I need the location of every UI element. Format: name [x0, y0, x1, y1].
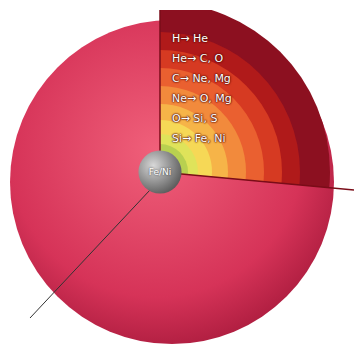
- fusion-shell-label: H→ He: [172, 32, 208, 45]
- cut-edge: [159, 10, 161, 172]
- iron-core: Fe/Ni: [138, 150, 182, 194]
- fusion-shell-label: C→ Ne, Mg: [172, 72, 231, 85]
- cutaway-layers: [0, 2, 330, 342]
- cut-edge: [160, 172, 354, 190]
- fusion-shell-label: Si→ Fe, Ni: [172, 132, 226, 145]
- leader-line: [30, 190, 150, 318]
- core-label: Fe/Ni: [149, 167, 172, 177]
- fusion-shell-label: Ne→ O, Mg: [172, 92, 232, 105]
- fusion-shell-label: O→ Si, S: [172, 112, 217, 125]
- fusion-shell-label: He→ C, O: [172, 52, 223, 65]
